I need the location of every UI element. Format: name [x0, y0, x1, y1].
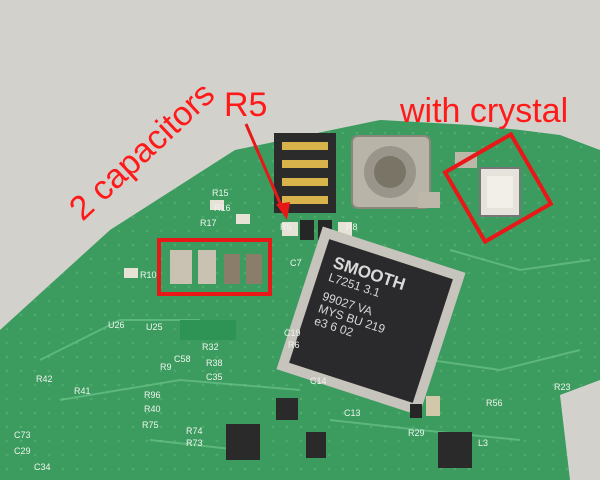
silk-label: R40: [144, 404, 161, 414]
silk-label: R8: [346, 222, 358, 232]
silk-label: R32: [202, 342, 219, 352]
silk-label: C7: [290, 258, 302, 268]
silk-label: U25: [146, 322, 163, 332]
silk-label: U26: [108, 320, 125, 330]
ic-package: [276, 398, 298, 420]
silk-label: R96: [144, 390, 161, 400]
crystal-top: [487, 176, 513, 208]
r5-arrow: [244, 123, 285, 211]
ic-package: [306, 432, 326, 458]
silk-label: C34: [34, 462, 51, 472]
connector-pin: [282, 196, 328, 204]
silk-label: R38: [206, 358, 223, 368]
main-chip: [276, 226, 466, 416]
silk-label: C29: [14, 446, 31, 456]
connector-pin: [282, 142, 328, 150]
ic-package: [226, 424, 260, 460]
silk-label: R41: [74, 386, 91, 396]
board-cutout: [560, 380, 600, 480]
r5-annotation: R5: [224, 86, 268, 124]
ic-package: [180, 320, 236, 340]
silk-label: R17: [200, 218, 217, 228]
capacitor-part: [426, 396, 440, 416]
silk-label: R23: [554, 382, 571, 392]
solder-pad: [455, 152, 477, 168]
resistor-part: [410, 404, 422, 418]
silk-label: R10: [140, 270, 157, 280]
silk-label: R56: [486, 398, 503, 408]
silk-label: C35: [206, 372, 223, 382]
silk-label: C13: [344, 408, 361, 418]
capacitors-highlight-box: [157, 238, 272, 296]
silk-label: R9: [160, 362, 172, 372]
silk-label: R15: [212, 188, 229, 198]
silk-label: R16: [214, 203, 231, 213]
crystal-annotation: with crystal: [400, 92, 569, 130]
capacitor-components: [170, 250, 262, 284]
silk-label: R73: [186, 438, 203, 448]
silk-label: R75: [142, 420, 159, 430]
pcb-traces: [39, 249, 591, 451]
silk-label: C14: [310, 376, 327, 386]
silk-label: R5: [280, 222, 292, 232]
ic-package: [438, 432, 472, 468]
solder-pad: [418, 192, 440, 208]
silk-label: C19: [284, 328, 301, 338]
silk-label: C58: [174, 354, 191, 364]
connector-pin: [282, 160, 328, 168]
silk-label: R29: [408, 428, 425, 438]
silk-label: L3: [478, 438, 489, 448]
silk-label: R74: [186, 426, 203, 436]
silk-label: C73: [14, 430, 31, 440]
r5-arrowhead: [276, 202, 290, 220]
silk-label: R6: [288, 340, 300, 350]
silk-label: R42: [36, 374, 53, 384]
mounting-hole-inner: [374, 156, 406, 188]
connector-pin: [282, 178, 328, 186]
